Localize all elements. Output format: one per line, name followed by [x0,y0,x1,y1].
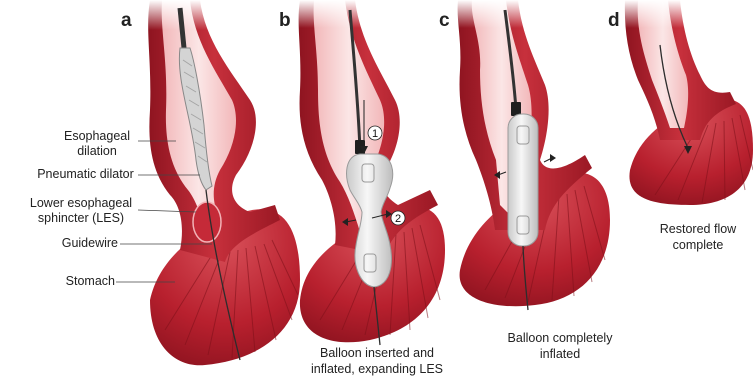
panel-letter-d: d [608,10,620,32]
step-1-number: 1 [372,128,378,140]
label-esophageal-dilation: Esophageal dilation [52,129,142,159]
panel-letter-b: b [279,10,291,32]
label-les: Lower esophageal sphincter (LES) [20,196,142,226]
caption-panel-d-line2: complete [650,237,746,253]
panel-b-illustration: 1 2 [290,0,450,345]
label-les-line1: Lower esophageal [20,196,142,211]
label-stomach: Stomach [40,274,115,289]
step-2-number: 2 [395,213,401,225]
panel-c-illustration [450,0,610,310]
label-les-line2: sphincter (LES) [20,211,142,226]
caption-panel-b-line2: inflated, expanding LES [296,361,458,377]
caption-panel-d: Restored flow complete [650,221,746,253]
caption-panel-d-line1: Restored flow [650,221,746,237]
panel-a-illustration [116,0,300,365]
caption-panel-b-line1: Balloon inserted and [296,345,458,361]
label-pneumatic-dilator: Pneumatic dilator [28,167,143,182]
caption-panel-c-line2: inflated [494,346,626,362]
panel-d-illustration [620,0,753,205]
label-esophageal-dilation-line1: Esophageal [52,129,142,144]
label-guidewire: Guidewire [40,236,118,251]
label-esophageal-dilation-line2: dilation [52,144,142,159]
panel-letter-a: a [121,10,132,32]
balloon-fully-inflated-c [508,114,538,246]
caption-panel-b: Balloon inserted and inflated, expanding… [296,345,458,377]
panel-letter-c: c [439,10,450,32]
caption-panel-c: Balloon completely inflated [494,330,626,362]
les-sphincter-a [193,202,221,242]
caption-panel-c-line1: Balloon completely [494,330,626,346]
